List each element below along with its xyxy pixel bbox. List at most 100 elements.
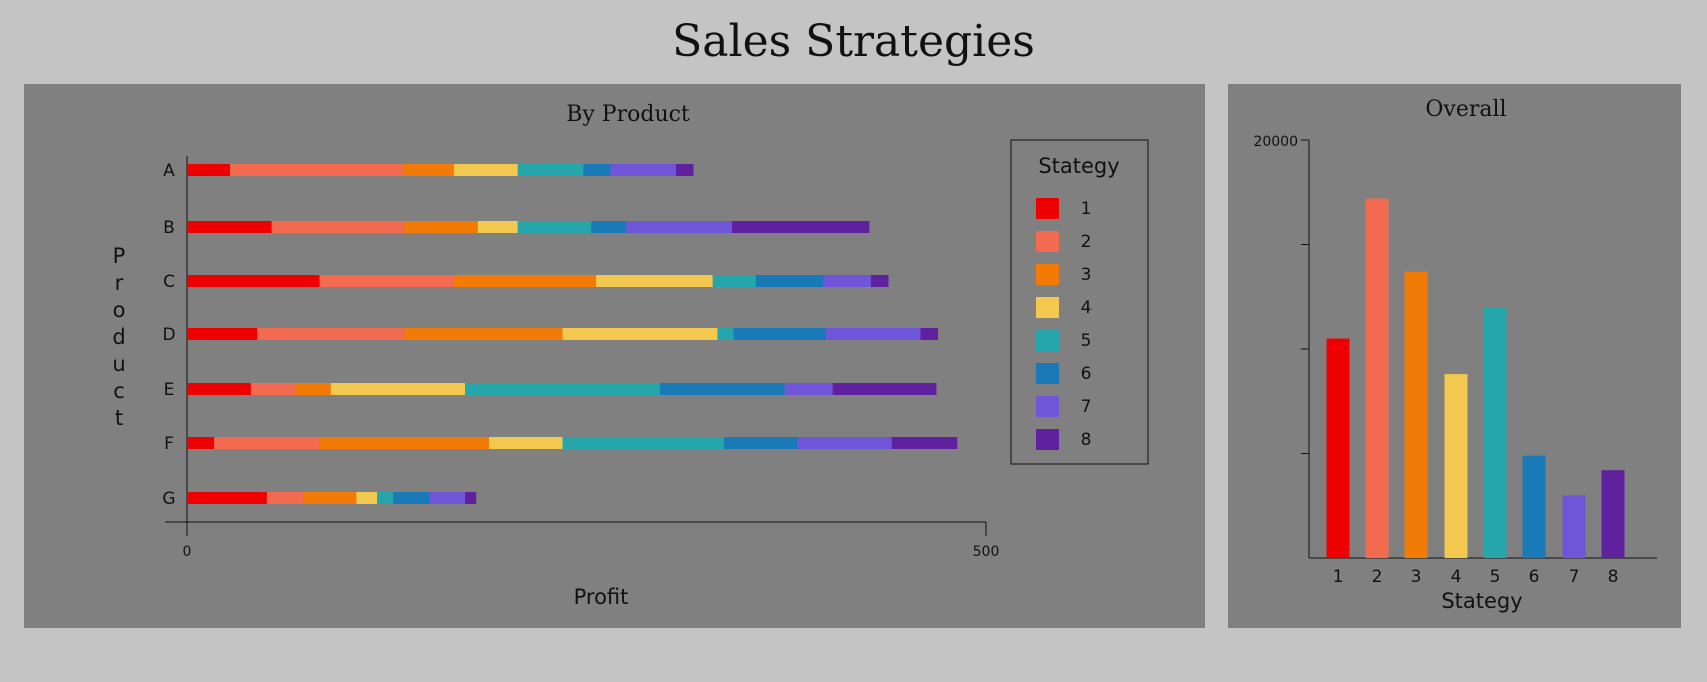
bar-D-strategy-5	[717, 328, 734, 340]
product-label-C: C	[163, 272, 175, 292]
overall-bar-1	[1326, 338, 1350, 558]
y-tick-label-top: 20000	[1253, 134, 1298, 150]
bar-B-strategy-8	[731, 221, 870, 233]
y-axis-title: Product	[112, 244, 125, 430]
overall-bars	[1326, 198, 1625, 558]
bar-B-strategy-3	[404, 221, 478, 233]
x-tick-label-0: 0	[183, 544, 192, 560]
y-axis-title-letter: d	[112, 325, 125, 349]
legend-label-7: 7	[1081, 397, 1092, 417]
legend-label-4: 4	[1081, 298, 1092, 318]
bar-C-strategy-1	[187, 275, 320, 287]
bar-F-strategy-3	[319, 437, 490, 449]
product-label-G: G	[162, 489, 175, 509]
bar-A-strategy-4	[453, 164, 518, 176]
bar-G-strategy-2	[266, 492, 304, 504]
strategy-label-6: 6	[1529, 567, 1540, 587]
overall-bar-2	[1365, 198, 1389, 558]
strategy-label-8: 8	[1608, 567, 1619, 587]
bar-C-strategy-7	[823, 275, 871, 287]
product-label-A: A	[163, 161, 175, 181]
bar-A-strategy-3	[402, 164, 454, 176]
bar-E-strategy-5	[465, 383, 661, 395]
legend-swatch-7	[1036, 396, 1059, 417]
bar-C-strategy-5	[712, 275, 756, 287]
bar-E-strategy-4	[330, 383, 466, 395]
bar-G-strategy-8	[465, 492, 477, 504]
overall-bar-5	[1483, 307, 1507, 558]
bar-G-strategy-6	[393, 492, 430, 504]
bar-G-strategy-5	[377, 492, 394, 504]
bar-E-strategy-7	[784, 383, 833, 395]
bar-G-strategy-4	[356, 492, 378, 504]
strategy-label-7: 7	[1569, 567, 1580, 587]
overall-bar-8	[1601, 470, 1625, 558]
bar-D-strategy-4	[562, 328, 718, 340]
bar-D-strategy-2	[257, 328, 405, 340]
overall-bar-7	[1562, 495, 1586, 558]
bar-B-strategy-7	[626, 221, 732, 233]
bar-A-strategy-2	[230, 164, 403, 176]
y-axis-title-letter: r	[115, 271, 124, 295]
bar-A-strategy-5	[517, 164, 584, 176]
legend-swatch-2	[1036, 231, 1059, 252]
bar-E-strategy-1	[187, 383, 251, 395]
bar-G-strategy-7	[429, 492, 466, 504]
y-axis-title-letter: t	[115, 406, 123, 430]
bar-D-strategy-6	[733, 328, 827, 340]
legend-swatch-1	[1036, 198, 1059, 219]
overall-bar-6	[1522, 455, 1546, 558]
y-axis-title-letter: u	[112, 352, 125, 376]
legend-title: Stategy	[1038, 154, 1119, 178]
bar-C-strategy-8	[870, 275, 889, 287]
bar-D-strategy-3	[404, 328, 563, 340]
legend-swatch-8	[1036, 429, 1059, 450]
x-axis-title: Stategy	[1441, 589, 1522, 613]
by-product-title: By Product	[566, 102, 690, 127]
y-axis-title-letter: P	[113, 244, 126, 268]
bar-G-strategy-3	[303, 492, 357, 504]
bar-G-strategy-1	[187, 492, 267, 504]
bar-C-strategy-6	[755, 275, 824, 287]
bar-B-strategy-4	[477, 221, 518, 233]
overall-bar-4	[1444, 374, 1468, 558]
product-label-B: B	[163, 218, 175, 238]
strategy-label-1: 1	[1333, 567, 1344, 587]
legend-swatch-3	[1036, 264, 1059, 285]
bar-F-strategy-1	[187, 437, 215, 449]
product-label-E: E	[164, 380, 175, 400]
legend-label-8: 8	[1081, 430, 1092, 450]
y-axis-title-letter: o	[113, 298, 126, 322]
bar-A-strategy-1	[187, 164, 231, 176]
x-axis-title: Profit	[574, 585, 629, 609]
product-label-F: F	[164, 434, 174, 454]
bar-E-strategy-2	[250, 383, 296, 395]
bar-F-strategy-2	[214, 437, 320, 449]
page-title: Sales Strategies	[672, 16, 1035, 67]
bar-A-strategy-8	[675, 164, 694, 176]
bar-A-strategy-7	[610, 164, 676, 176]
strategy-label-3: 3	[1411, 567, 1422, 587]
overall-bar-3	[1404, 271, 1428, 558]
bar-F-strategy-6	[723, 437, 798, 449]
legend-box	[1010, 139, 1149, 465]
legend-label-6: 6	[1081, 364, 1092, 384]
bar-D-strategy-8	[920, 328, 939, 340]
strategy-label-5: 5	[1490, 567, 1501, 587]
overall-title: Overall	[1425, 97, 1506, 122]
bar-B-strategy-2	[271, 221, 405, 233]
bar-B-strategy-5	[517, 221, 592, 233]
x-tick-label-500: 500	[973, 544, 1000, 560]
bar-E-strategy-6	[660, 383, 785, 395]
legend-label-2: 2	[1081, 232, 1092, 252]
legend-label-1: 1	[1081, 199, 1092, 219]
bar-F-strategy-7	[797, 437, 892, 449]
bar-B-strategy-1	[187, 221, 272, 233]
legend-label-3: 3	[1081, 265, 1092, 285]
